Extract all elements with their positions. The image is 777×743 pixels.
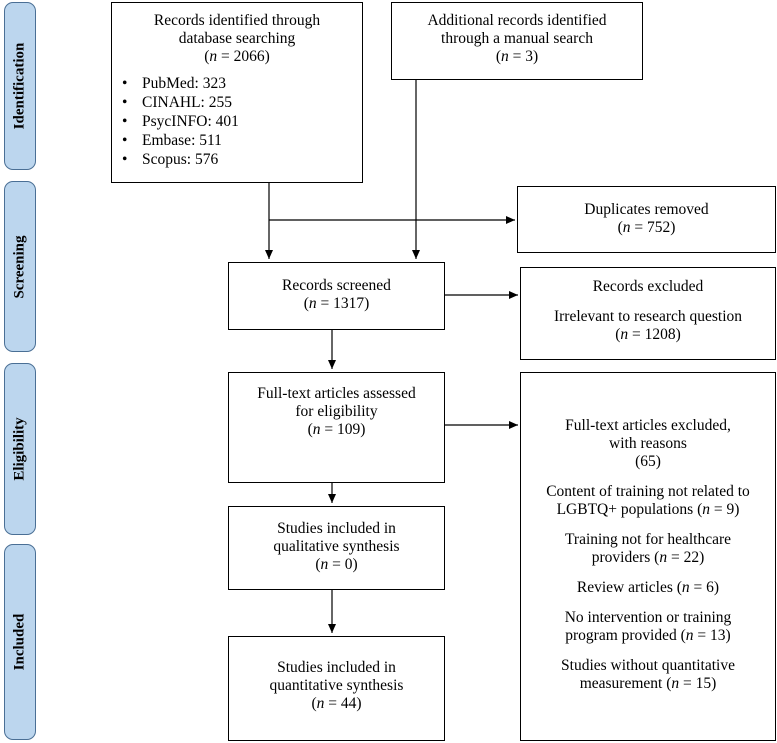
box-count: (n = 0) <box>315 556 358 573</box>
exclusion-reason: Training not for healthcare providers (n… <box>521 531 775 567</box>
reason-text-line: providers (n = 22) <box>591 549 705 566</box>
database-source-list: PubMed: 323 CINAHL: 255 PsycINFO: 401 Em… <box>112 74 362 169</box>
box-text-line: quantitative synthesis <box>269 677 404 694</box>
database-search-box: Records identified through database sear… <box>111 2 363 183</box>
stage-included: Included <box>4 544 36 740</box>
exclusion-reason: Studies without quantitative measurement… <box>521 657 775 693</box>
box-text-line: Records screened <box>282 277 391 294</box>
database-source-item: Scopus: 576 <box>120 150 362 169</box>
database-source-item: PubMed: 323 <box>120 74 362 93</box>
box-text-line: Studies included in <box>277 520 396 537</box>
reason-text-line: Studies without quantitative <box>561 657 735 674</box>
duplicates-removed-box: Duplicates removed (n = 752) <box>517 186 776 253</box>
box-text-line: with reasons <box>609 435 687 452</box>
database-source-item: PsycINFO: 401 <box>120 112 362 131</box>
fulltext-excluded-box: Full-text articles excluded, with reason… <box>520 372 776 741</box>
exclusion-reason: Review articles (n = 6) <box>521 579 775 597</box>
box-count: (n = 3) <box>495 48 539 65</box>
box-text-line: Full-text articles excluded, <box>565 417 731 434</box>
box-text-line: Full-text articles assessed <box>257 385 416 402</box>
box-text-line: for eligibility <box>295 403 378 420</box>
box-count: (65) <box>635 453 661 470</box>
reason-text-line: Content of training not related to <box>546 483 750 500</box>
records-screened-box: Records screened (n = 1317) <box>228 262 445 330</box>
box-text-line: Irrelevant to research question <box>553 308 743 325</box>
box-count: (n = 1208) <box>615 326 681 343</box>
stage-eligibility: Eligibility <box>4 363 36 535</box>
fulltext-assessed-box: Full-text articles assessed for eligibil… <box>228 372 445 483</box>
box-text-line: qualitative synthesis <box>273 538 400 555</box>
stage-screening: Screening <box>4 181 36 352</box>
box-text-line: Additional records identified <box>427 12 607 29</box>
box-count: (n = 752) <box>617 219 676 236</box>
exclusion-reason: Content of training not related to LGBTQ… <box>521 483 775 519</box>
reason-text-line: measurement (n = 15) <box>579 675 717 692</box>
box-count: (n = 2066) <box>204 48 270 65</box>
box-count: (n = 109) <box>307 421 366 438</box>
reason-text-line: LGBTQ+ populations (n = 9) <box>556 501 740 518</box>
box-count: (n = 1317) <box>303 295 370 312</box>
reason-text-line: program provided (n = 13) <box>565 627 731 644</box>
exclusion-reason: No intervention or training program prov… <box>521 609 775 645</box>
reason-text-line: Review articles (n = 6) <box>576 579 720 596</box>
box-text-line: database searching <box>178 30 296 47</box>
box-text-line: Records excluded <box>592 278 704 295</box>
box-text-line: Records identified through <box>153 12 321 29</box>
quantitative-synthesis-box: Studies included in quantitative synthes… <box>228 636 445 741</box>
reason-text-line: No intervention or training <box>564 609 732 626</box>
stage-identification: Identification <box>4 2 36 170</box>
box-text-line: Duplicates removed <box>584 201 709 218</box>
database-source-item: Embase: 511 <box>120 131 362 150</box>
box-text-line: through a manual search <box>441 30 593 47</box>
box-text-line: Studies included in <box>277 659 396 676</box>
box-count: (n = 44) <box>311 695 362 712</box>
database-source-item: CINAHL: 255 <box>120 93 362 112</box>
reason-text-line: Training not for healthcare <box>564 531 731 548</box>
records-excluded-box: Records excluded Irrelevant to research … <box>520 267 776 360</box>
manual-search-box: Additional records identified through a … <box>391 2 643 80</box>
qualitative-synthesis-box: Studies included in qualitative synthesi… <box>228 506 445 590</box>
